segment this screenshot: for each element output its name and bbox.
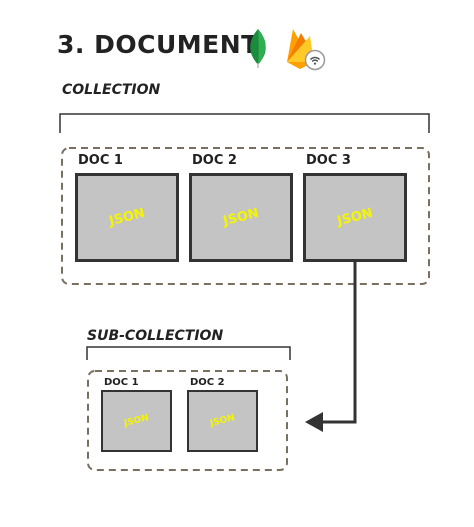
collection-doc-1-content: JSON: [107, 205, 147, 230]
page-title: 3. DOCUMENT: [57, 30, 259, 59]
collection-group: [61, 147, 430, 285]
collection-bracket: [59, 113, 430, 133]
collection-doc-2-label: DOC 2: [192, 153, 237, 168]
subcollection-bracket: [86, 346, 291, 360]
firebase-flame-icon: [287, 29, 326, 71]
collection-doc-3-content: JSON: [335, 205, 375, 230]
wifi-badge-icon: [304, 49, 326, 71]
mongodb-leaf-icon: [250, 29, 266, 68]
subcollection-doc-2-content: JSON: [209, 413, 236, 429]
arrow-head-icon: [305, 412, 323, 432]
subcollection-doc-1-content: JSON: [123, 413, 150, 429]
collection-label: COLLECTION: [62, 82, 161, 98]
subcollection-doc-2[interactable]: JSON: [187, 390, 258, 452]
subcollection-doc-1-label: DOC 1: [104, 377, 139, 388]
collection-doc-1-label: DOC 1: [78, 153, 123, 168]
collection-doc-2[interactable]: JSON: [189, 173, 293, 262]
subcollection-doc-2-label: DOC 2: [190, 377, 225, 388]
collection-doc-2-content: JSON: [221, 205, 261, 230]
collection-doc-3[interactable]: JSON: [303, 173, 407, 262]
subcollection-doc-1[interactable]: JSON: [101, 390, 172, 452]
subcollection-group: [87, 370, 288, 471]
subcollection-label: SUB-COLLECTION: [87, 328, 224, 344]
connector-line: [322, 259, 357, 424]
collection-doc-3-label: DOC 3: [306, 153, 351, 168]
collection-doc-1[interactable]: JSON: [75, 173, 179, 262]
